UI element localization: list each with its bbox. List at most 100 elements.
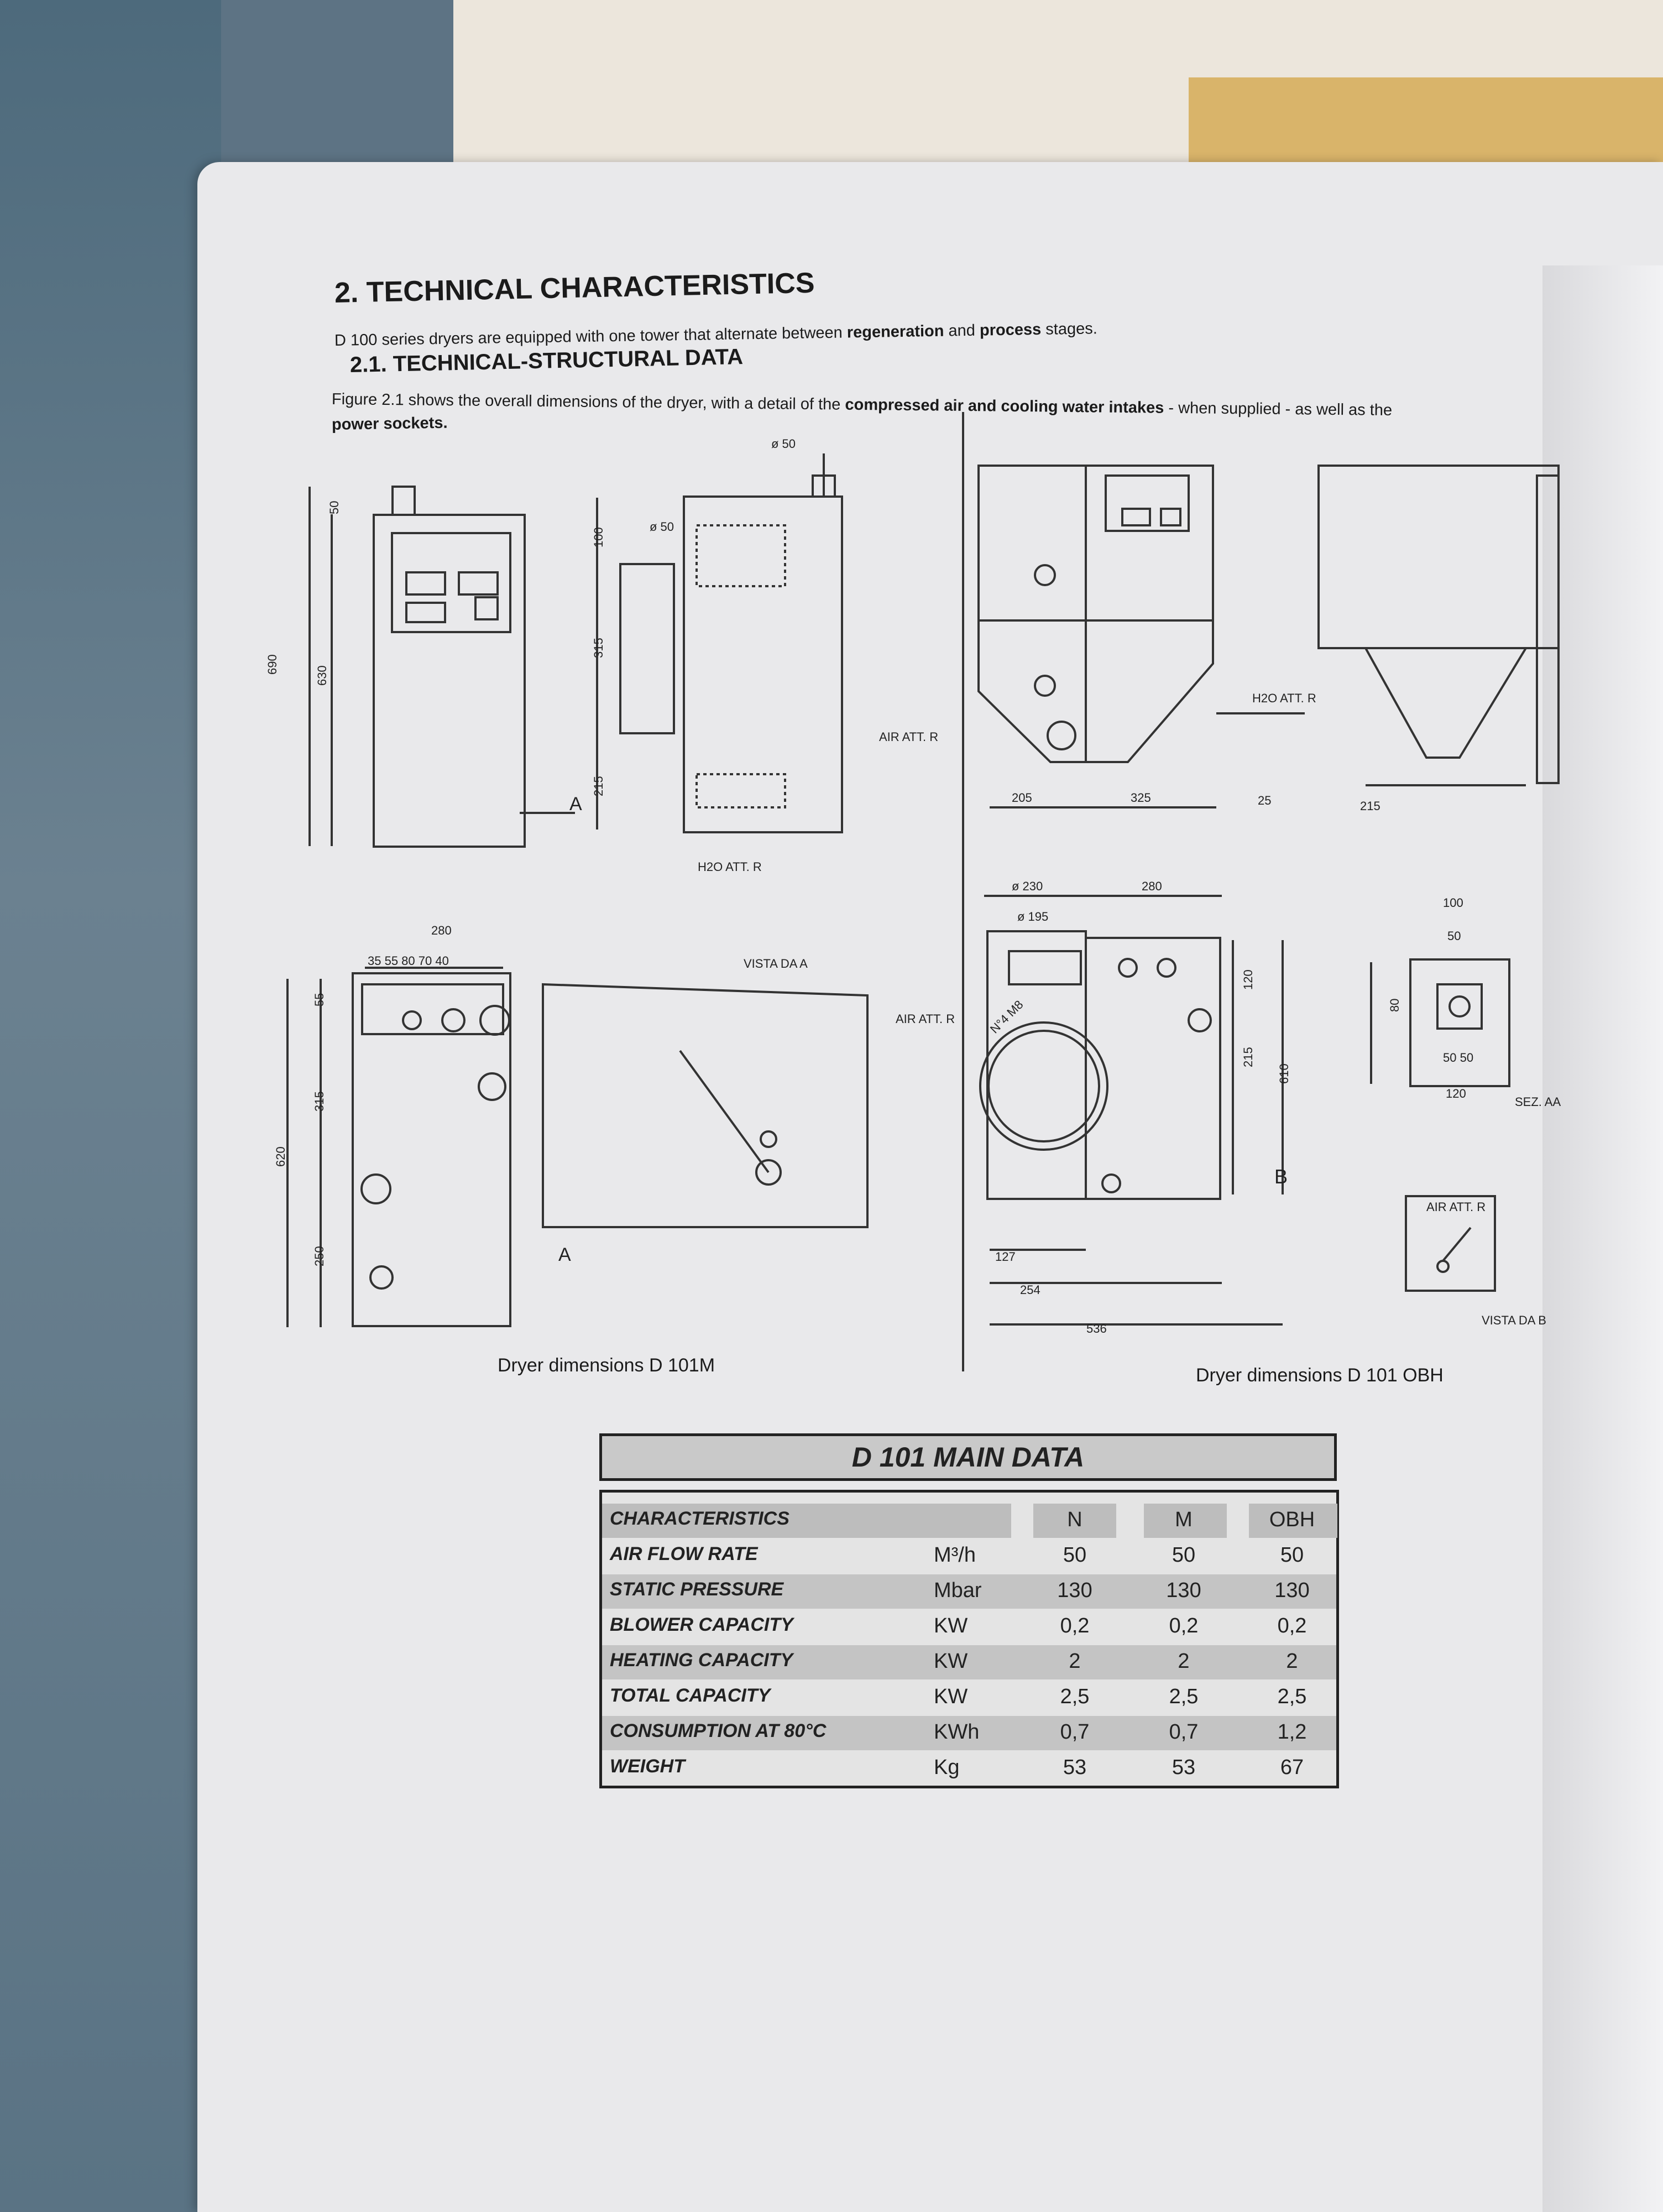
value-m: 2,5: [1169, 1685, 1199, 1708]
dim-label: 55: [312, 993, 326, 1006]
row-unit: KW: [934, 1650, 968, 1673]
dim-label: 630: [315, 665, 329, 686]
front-view-d101m: [308, 486, 575, 848]
vista-da-a-view: [542, 983, 869, 1228]
dim-label: 50 50: [1443, 1051, 1473, 1065]
header-characteristics: CHARACTERISTICS: [610, 1508, 789, 1529]
plan-view-d101-obh: [979, 895, 1284, 1326]
dim-label: 215: [592, 776, 605, 796]
row-label: BLOWER CAPACITY: [610, 1614, 793, 1635]
table-row: AIR FLOW RATE M³/h 50 50 50: [602, 1539, 1336, 1573]
view-marker: B: [1274, 1165, 1288, 1188]
dim-label: 315: [592, 638, 605, 658]
row-label: TOTAL CAPACITY: [610, 1685, 771, 1706]
header-col-n: N: [1067, 1508, 1082, 1531]
dim-label: 100: [592, 527, 605, 547]
main-data-table: CHARACTERISTICS N M OBH AIR FLOW RATE M³/…: [599, 1490, 1339, 1788]
value-n: 0,2: [1060, 1614, 1090, 1637]
dim-label: 315: [312, 1091, 326, 1112]
vista-da-b-detail: [1405, 1195, 1496, 1292]
table-row: CONSUMPTION AT 80°C KWh 0,7 0,7 1,2: [602, 1716, 1336, 1750]
dim-label: 80: [1388, 999, 1401, 1012]
background-tape: [1189, 77, 1663, 171]
row-label: STATIC PRESSURE: [610, 1579, 784, 1600]
value-obh: 50: [1280, 1543, 1304, 1567]
value-obh: 130: [1274, 1579, 1310, 1602]
row-unit: KWh: [934, 1720, 980, 1744]
dim-label: 536: [1086, 1322, 1107, 1335]
plan-view-d101m: [286, 967, 511, 1327]
dim-label: 690: [265, 654, 279, 675]
view-marker: A: [569, 794, 582, 815]
header-col-obh: OBH: [1269, 1508, 1315, 1531]
dim-label: 280: [431, 924, 452, 937]
value-n: 0,7: [1060, 1720, 1090, 1744]
dim-label: 50: [1447, 929, 1461, 943]
value-obh: 2,5: [1277, 1685, 1307, 1708]
row-unit: M³/h: [934, 1543, 976, 1567]
value-obh: 2: [1286, 1650, 1298, 1673]
dim-label: AIR ATT. R: [879, 730, 938, 744]
value-m: 0,7: [1169, 1720, 1199, 1744]
dim-label: ø 50: [771, 437, 796, 451]
value-m: 130: [1166, 1579, 1201, 1602]
row-label: WEIGHT: [610, 1756, 685, 1777]
value-m: 53: [1172, 1756, 1196, 1779]
value-m: 2: [1178, 1650, 1190, 1673]
side-view-d101-obh: [1085, 465, 1305, 763]
table-header-row: CHARACTERISTICS N M OBH: [602, 1504, 1337, 1538]
row-label: AIR FLOW RATE: [610, 1543, 758, 1564]
section-aa-detail: [1370, 958, 1510, 1087]
document-page: [197, 162, 1663, 2212]
row-unit: KW: [934, 1685, 968, 1708]
dim-label: AIR ATT. R: [896, 1012, 955, 1026]
dim-label: 120: [1446, 1087, 1466, 1100]
page-edge: [1542, 265, 1663, 2212]
view-label: VISTA DA A: [744, 957, 808, 971]
value-obh: 67: [1280, 1756, 1304, 1779]
value-obh: 1,2: [1277, 1720, 1307, 1744]
dim-label: 280: [1142, 879, 1162, 893]
table-row: TOTAL CAPACITY KW 2,5 2,5 2,5: [602, 1681, 1336, 1715]
table-row: STATIC PRESSURE Mbar 130 130 130: [602, 1574, 1336, 1609]
header-col-m: M: [1175, 1508, 1193, 1531]
dim-label: 205: [1012, 791, 1032, 805]
row-unit: Kg: [934, 1756, 960, 1779]
view-label: SEZ. AA: [1515, 1095, 1561, 1109]
row-unit: Mbar: [934, 1579, 982, 1602]
table-title: D 101 MAIN DATA: [599, 1433, 1337, 1481]
value-n: 130: [1057, 1579, 1092, 1602]
value-n: 2,5: [1060, 1685, 1090, 1708]
dim-label: 325: [1131, 791, 1151, 805]
dim-label: 254: [1020, 1283, 1040, 1297]
dim-label: N°4 M8: [987, 998, 1026, 1036]
view-marker: A: [558, 1244, 571, 1265]
section-view-d101-obh: [1317, 465, 1560, 786]
dim-label: 35 55 80 70 40: [368, 954, 449, 968]
dim-label: 620: [274, 1146, 287, 1167]
dim-label: H2O ATT. R: [1252, 691, 1316, 705]
dim-label: 250: [312, 1246, 326, 1266]
caption-d101m: Dryer dimensions D 101M: [498, 1355, 715, 1376]
dim-label: 215: [1360, 799, 1380, 813]
value-n: 50: [1063, 1543, 1087, 1567]
dim-label: 100: [1443, 896, 1463, 910]
dim-label: ø 50: [650, 520, 674, 534]
dim-label: ø 230: [1012, 879, 1043, 893]
caption-d101-obh: Dryer dimensions D 101 OBH: [1196, 1365, 1444, 1386]
row-label: HEATING CAPACITY: [610, 1650, 793, 1671]
table-row: WEIGHT Kg 53 53 67: [602, 1751, 1336, 1786]
value-m: 50: [1172, 1543, 1196, 1567]
value-m: 0,2: [1169, 1614, 1199, 1637]
dim-label: 127: [995, 1250, 1016, 1264]
dim-label: 25: [1258, 794, 1271, 807]
dim-label: ø 195: [1017, 910, 1048, 924]
dim-label: 50: [327, 501, 341, 514]
row-label: CONSUMPTION AT 80°C: [610, 1720, 827, 1741]
value-n: 53: [1063, 1756, 1087, 1779]
row-unit: KW: [934, 1614, 968, 1637]
dim-label: 120: [1241, 969, 1255, 990]
